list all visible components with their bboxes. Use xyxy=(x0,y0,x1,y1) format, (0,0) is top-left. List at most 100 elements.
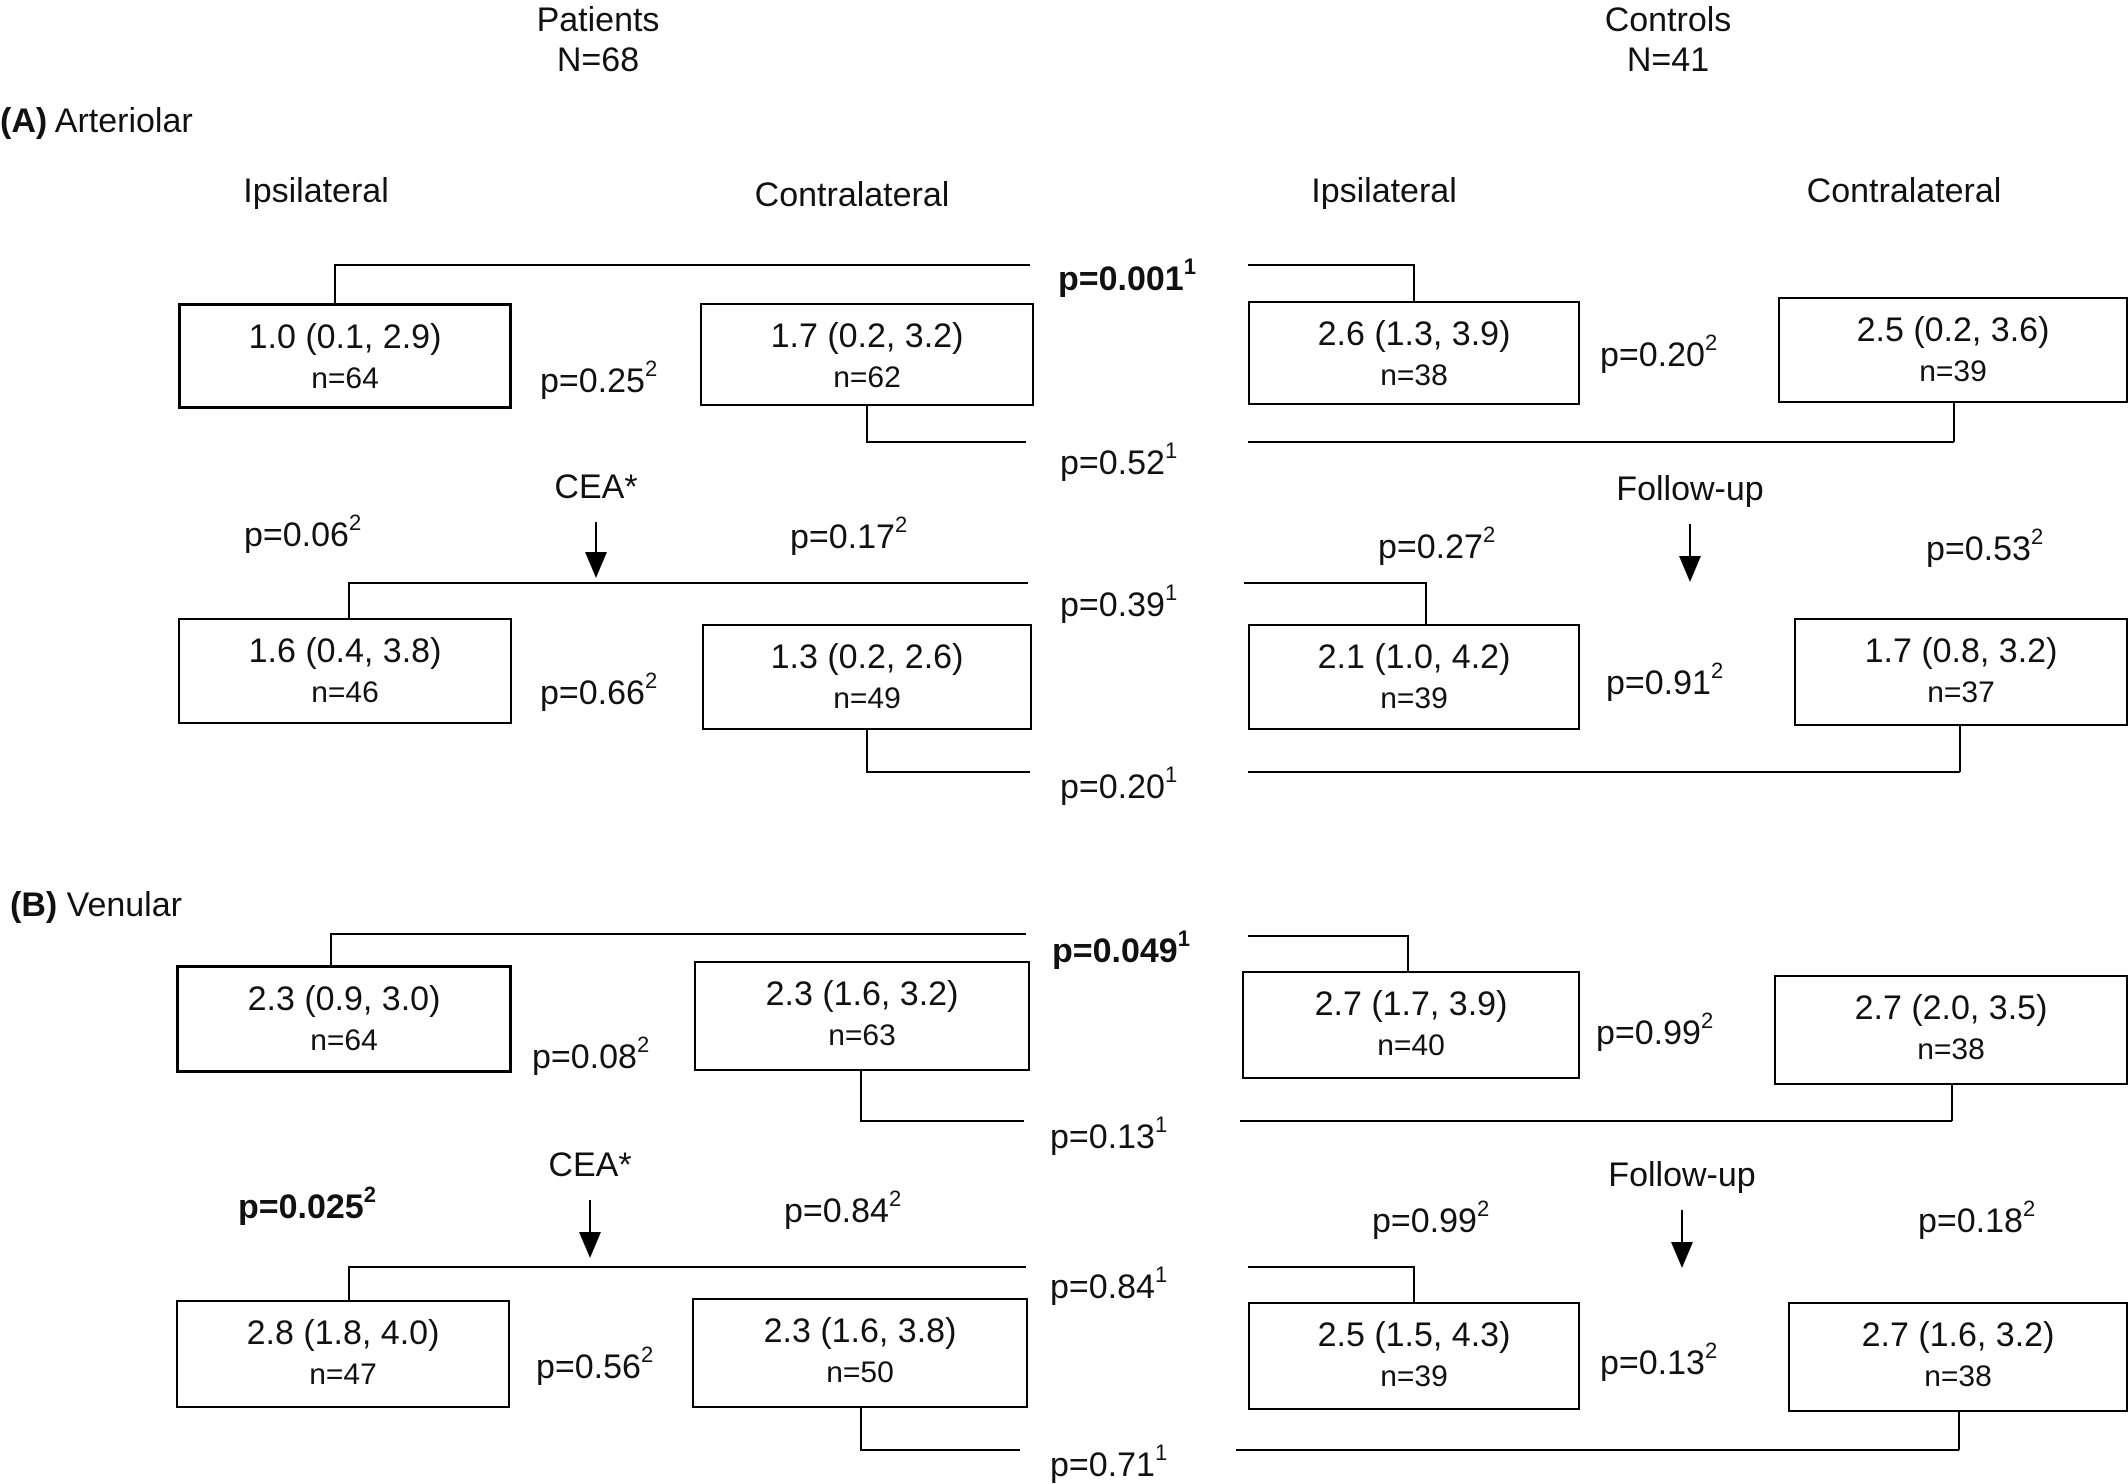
connector-line xyxy=(1236,1449,1959,1451)
pvalue-a-patients-pre: p=0.252 xyxy=(540,356,658,400)
box-n: n=63 xyxy=(828,1019,896,1052)
box-b-patients-contra-post: 2.3 (1.6, 3.8) n=50 xyxy=(692,1298,1028,1408)
connector-line xyxy=(334,264,1030,266)
pvalue-a-patients-post: p=0.662 xyxy=(540,668,658,712)
box-b-controls-ipsi-pre: 2.7 (1.7, 3.9) n=40 xyxy=(1242,971,1580,1079)
box-b-controls-contra-pre: 2.7 (2.0, 3.5) n=38 xyxy=(1774,975,2128,1085)
panel-a-title: (A) Arteriolar xyxy=(0,104,193,138)
box-value: 2.5 (0.2, 3.6) xyxy=(1856,311,2050,349)
box-n: n=38 xyxy=(1380,359,1448,392)
connector-line xyxy=(866,441,1026,443)
pvalue-b-patients-ipsi-change: p=0.0252 xyxy=(238,1182,376,1226)
down-arrow-icon xyxy=(1679,556,1701,582)
col-label-controls-contralateral: Contralateral xyxy=(1806,172,2002,210)
pvalue-a-patients-ipsi-change: p=0.062 xyxy=(244,510,362,554)
box-b-controls-ipsi-post: 2.5 (1.5, 4.3) n=39 xyxy=(1248,1302,1580,1410)
connector-line xyxy=(866,771,1030,773)
box-n: n=38 xyxy=(1917,1033,1985,1066)
followup-label: Follow-up xyxy=(1608,1156,1756,1194)
connector-line xyxy=(1248,441,1954,443)
connector-line xyxy=(1413,264,1415,301)
pvalue-a-controls-post: p=0.912 xyxy=(1606,658,1724,702)
connector-line xyxy=(1425,582,1427,624)
box-value: 2.3 (1.6, 3.8) xyxy=(763,1312,957,1350)
box-value: 1.0 (0.1, 2.9) xyxy=(248,318,442,356)
box-value: 1.6 (0.4, 3.8) xyxy=(248,632,442,670)
box-a-controls-ipsi-pre: 2.6 (1.3, 3.9) n=38 xyxy=(1248,301,1580,405)
connector-line xyxy=(1248,1266,1414,1268)
controls-n: N=41 xyxy=(1626,41,1710,79)
patients-header: Patients N=68 xyxy=(537,0,660,80)
box-b-patients-ipsi-pre: 2.3 (0.9, 3.0) n=64 xyxy=(176,965,512,1073)
pvalue-b-patients-post: p=0.562 xyxy=(536,1342,654,1386)
box-value: 2.3 (1.6, 3.2) xyxy=(765,975,959,1013)
pvalue-b-baseline-contra: p=0.131 xyxy=(1050,1112,1168,1156)
box-a-controls-contra-pre: 2.5 (0.2, 3.6) n=39 xyxy=(1778,297,2128,403)
col-label-controls-ipsilateral: Ipsilateral xyxy=(1311,172,1457,210)
connector-line xyxy=(348,1266,1026,1268)
box-value: 2.3 (0.9, 3.0) xyxy=(247,980,441,1018)
pvalue-b-followup-contra: p=0.711 xyxy=(1050,1440,1168,1484)
pvalue-a-patients-contra-change: p=0.172 xyxy=(790,512,908,556)
pvalue-a-controls-contra-change: p=0.532 xyxy=(1926,524,2044,568)
box-a-patients-contra-pre: 1.7 (0.2, 3.2) n=62 xyxy=(700,303,1034,406)
box-b-patients-contra-pre: 2.3 (1.6, 3.2) n=63 xyxy=(694,961,1030,1071)
connector-line xyxy=(860,1449,1020,1451)
box-n: n=39 xyxy=(1919,355,1987,388)
panel-b-letter: (B) xyxy=(10,886,58,924)
connector-line xyxy=(866,730,868,772)
box-n: n=50 xyxy=(826,1356,894,1389)
panel-a-name: Arteriolar xyxy=(54,102,193,140)
pvalue-b-followup-ipsi: p=0.841 xyxy=(1050,1262,1168,1306)
pvalue-b-patients-pre: p=0.082 xyxy=(532,1032,650,1076)
panel-b-name: Venular xyxy=(66,886,182,924)
pvalue-a-followup-contra: p=0.201 xyxy=(1060,762,1178,806)
controls-label: Controls xyxy=(1604,1,1732,39)
connector-line xyxy=(1958,1412,1960,1450)
box-value: 2.5 (1.5, 4.3) xyxy=(1317,1316,1511,1354)
box-n: n=49 xyxy=(833,682,901,715)
connector-line xyxy=(1407,935,1409,971)
panel-b-title: (B) Venular xyxy=(10,888,182,922)
pvalue-b-patients-contra-change: p=0.842 xyxy=(784,1186,902,1230)
pvalue-b-controls-post: p=0.132 xyxy=(1600,1338,1718,1382)
box-a-controls-ipsi-post: 2.1 (1.0, 4.2) n=39 xyxy=(1248,624,1580,730)
down-arrow-icon xyxy=(585,552,607,578)
box-n: n=39 xyxy=(1380,1360,1448,1393)
connector-line xyxy=(1413,1266,1415,1302)
col-label-patients-ipsilateral: Ipsilateral xyxy=(243,172,389,210)
connector-line xyxy=(330,933,332,965)
connector-line xyxy=(334,264,336,303)
connector-line xyxy=(1240,1120,1952,1122)
col-label-patients-contralateral: Contralateral xyxy=(754,176,950,214)
connector-line xyxy=(1248,771,1960,773)
down-arrow-icon xyxy=(589,1200,591,1236)
box-a-patients-contra-post: 1.3 (0.2, 2.6) n=49 xyxy=(702,624,1032,730)
box-value: 2.7 (2.0, 3.5) xyxy=(1854,989,2048,1027)
connector-line xyxy=(1244,582,1426,584)
box-b-patients-ipsi-post: 2.8 (1.8, 4.0) n=47 xyxy=(176,1300,510,1408)
box-value: 2.1 (1.0, 4.2) xyxy=(1317,638,1511,676)
box-value: 1.7 (0.8, 3.2) xyxy=(1864,632,2058,670)
box-n: n=64 xyxy=(311,362,379,395)
connector-line xyxy=(860,1408,862,1450)
controls-header: Controls N=41 xyxy=(1605,0,1732,80)
box-n: n=64 xyxy=(310,1024,378,1057)
box-b-controls-contra-post: 2.7 (1.6, 3.2) n=38 xyxy=(1788,1302,2128,1412)
down-arrow-icon xyxy=(595,522,597,556)
pvalue-b-controls-pre: p=0.992 xyxy=(1596,1008,1714,1052)
intervention-label: CEA* xyxy=(554,468,638,506)
box-n: n=39 xyxy=(1380,682,1448,715)
pvalue-a-baseline-ipsi: p=0.0011 xyxy=(1058,254,1196,298)
box-n: n=40 xyxy=(1377,1029,1445,1062)
connector-line xyxy=(1953,403,1955,442)
box-value: 2.6 (1.3, 3.9) xyxy=(1317,315,1511,353)
pvalue-a-followup-ipsi: p=0.391 xyxy=(1060,580,1178,624)
patients-n: N=68 xyxy=(556,41,640,79)
connector-line xyxy=(860,1120,1024,1122)
intervention-label: CEA* xyxy=(548,1146,632,1184)
box-a-patients-ipsi-pre: 1.0 (0.1, 2.9) n=64 xyxy=(178,303,512,409)
box-value: 2.7 (1.6, 3.2) xyxy=(1861,1316,2055,1354)
pvalue-a-controls-pre: p=0.202 xyxy=(1600,330,1718,374)
